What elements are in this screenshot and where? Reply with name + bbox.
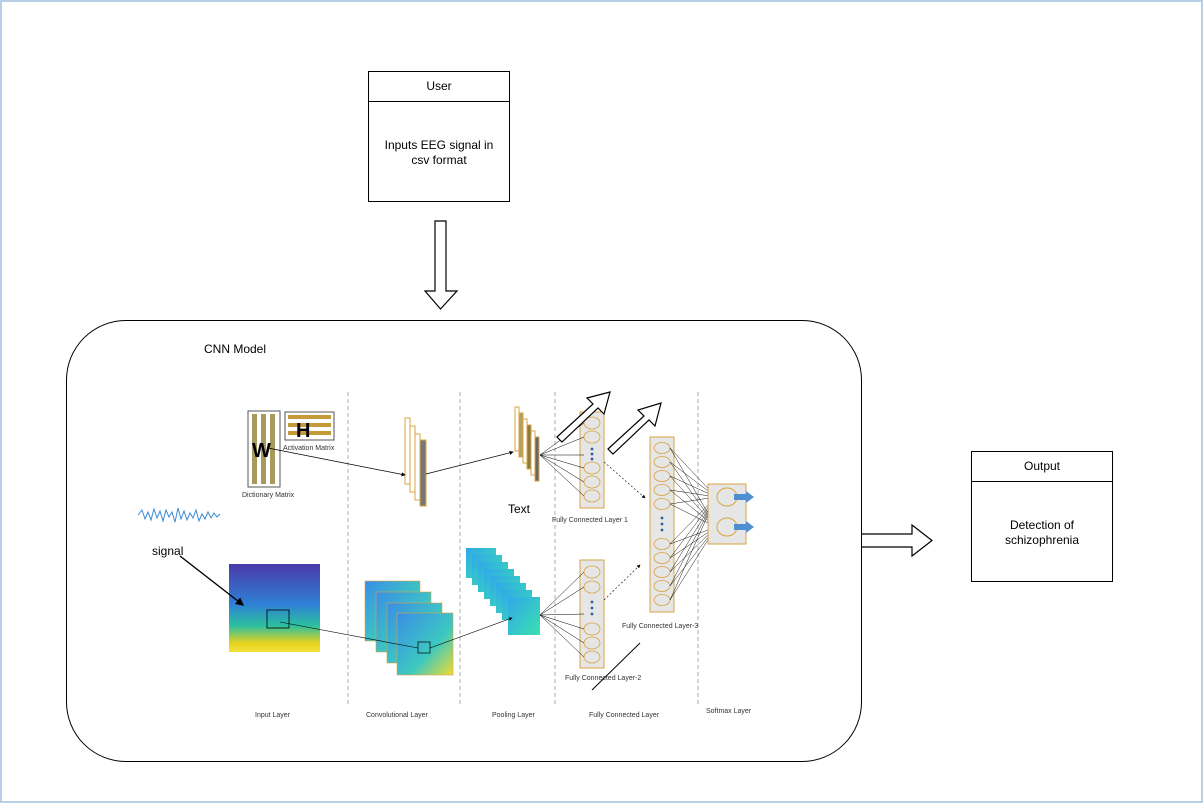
top-pool-stack: [514, 406, 540, 482]
output-box-line2: schizophrenia: [1004, 533, 1080, 547]
user-box-line2: csv format: [411, 153, 467, 167]
input-layer-label: Input Layer: [255, 712, 291, 719]
user-box-title: User: [369, 72, 509, 102]
output-box-line1: Detection of: [1009, 518, 1075, 532]
input-heatmap: [229, 564, 320, 652]
activation-matrix-label: Activation Matrix: [283, 445, 335, 452]
fc3-label: Fully Connected Layer-3: [622, 623, 698, 630]
top-conv-stack: [404, 417, 427, 507]
softmax-box: [707, 483, 747, 545]
softmax-output-arrow-1: [734, 491, 754, 503]
diagonal-arrow-1: [556, 391, 611, 443]
user-box: User Inputs EEG signal in csv format: [368, 71, 510, 202]
output-box: Output Detection of schizophrenia: [971, 451, 1113, 582]
conv-heatmap-stack: [364, 580, 454, 676]
pool-heatmap-stack: [466, 548, 540, 635]
softmax-layer-label: Softmax Layer: [706, 708, 752, 715]
conv-layer-label: Convolutional Layer: [366, 712, 429, 719]
right-arrow-icon: [860, 523, 933, 558]
matrix-h-letter: H: [296, 420, 310, 442]
eeg-signal-icon: [137, 507, 221, 523]
text-label: Text: [508, 502, 531, 516]
down-arrow-icon: [424, 220, 459, 310]
dictionary-matrix-label: Dictionary Matrix: [242, 492, 295, 499]
softmax-output-arrow-2: [734, 521, 754, 533]
fc2-input-lines: [539, 571, 585, 658]
fc-layer-label: Fully Connected Layer: [589, 712, 660, 719]
cnn-model-title: CNN Model: [204, 342, 267, 356]
diagonal-arrow-2: [607, 402, 662, 455]
pool-layer-label: Pooling Layer: [492, 712, 535, 719]
fc-layer-3: [649, 436, 675, 613]
user-box-line1: Inputs EEG signal in: [384, 138, 494, 152]
matrix-w-letter: W: [252, 440, 271, 462]
activation-matrix-h: [284, 411, 335, 441]
signal-label: signal: [152, 544, 183, 558]
fc-layer-1: [579, 411, 605, 509]
output-box-title: Output: [972, 452, 1112, 482]
fc1-label: Fully Connected Layer 1: [552, 517, 628, 524]
